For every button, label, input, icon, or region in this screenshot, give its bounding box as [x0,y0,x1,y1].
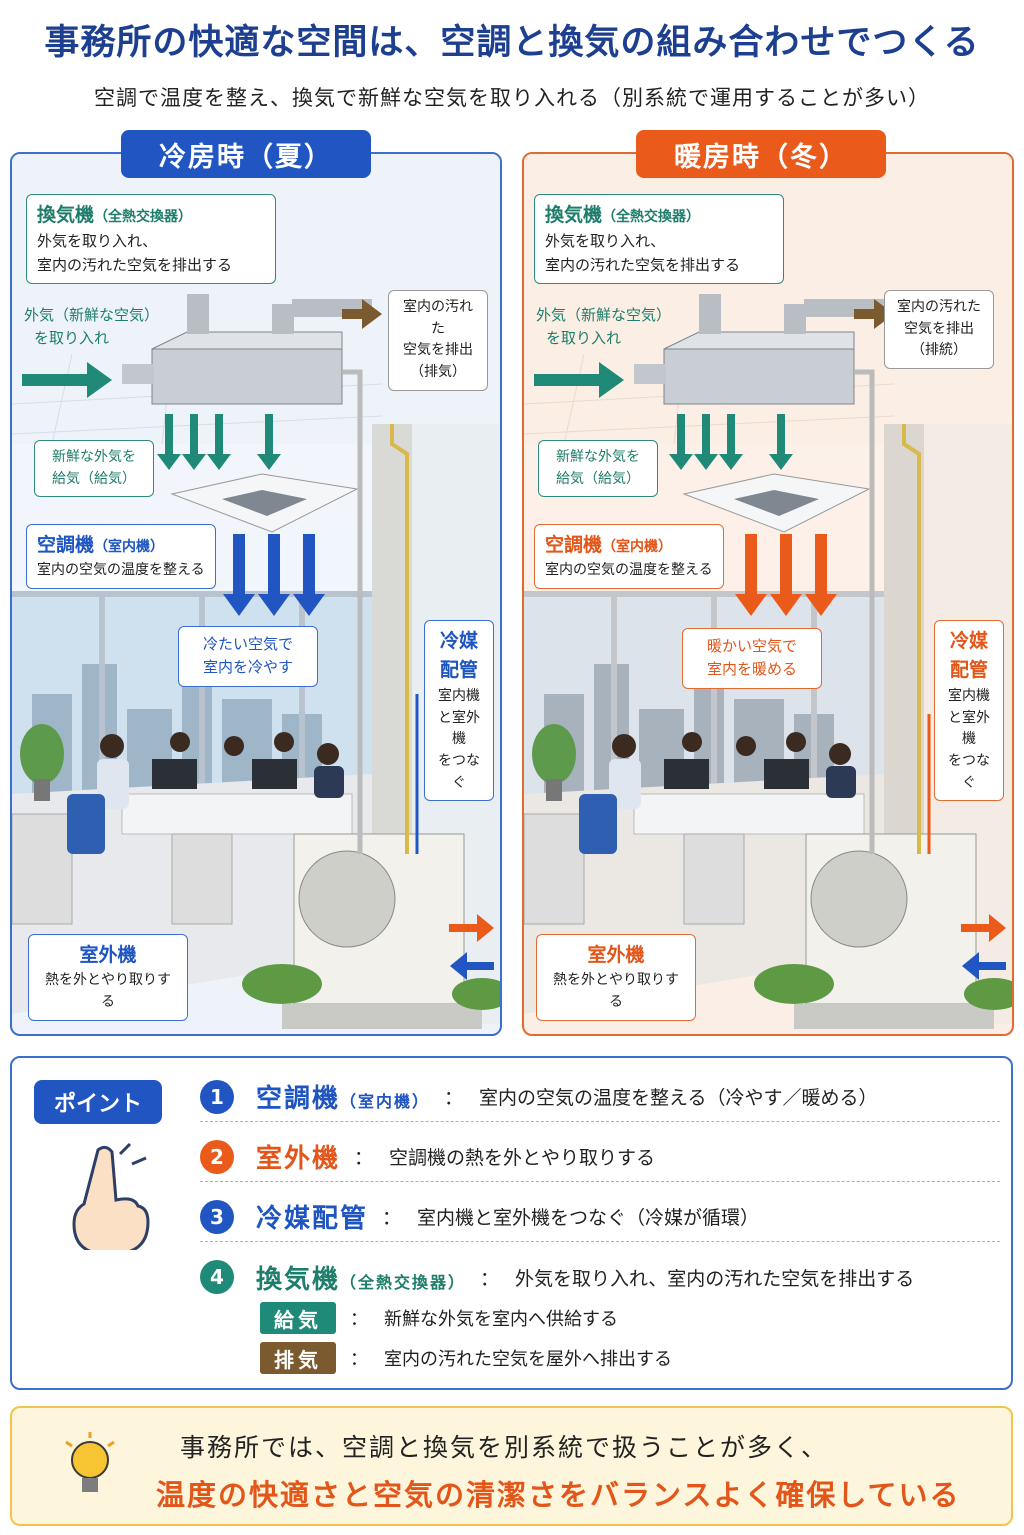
point-sub-supply: 給気 ： 新鮮な外気を室内へ供給する [260,1298,860,1338]
winter-supply-label: 新鮮な外気を 給気（給気） [538,440,658,498]
summer-outdoor-label: 室外機 熱を外とやり取りする [28,934,188,1021]
winter-ventilator-label: 換気機（全熱交換器） 外気を取り入れ、 室内の汚れた空気を排出する [534,194,784,284]
pointing-hand-icon [72,1142,150,1250]
winter-outside-air-label: 外気（新鮮な空気） を取り入れ [536,306,672,347]
point-item-4: 4 換気機（全熱交換器） ： 外気を取り入れ、室内の汚れた空気を排出する [200,1252,1000,1302]
summer-supply-label: 新鮮な外気を 給気（給気） [34,440,154,498]
winter-ac-label: 空調機（室内機） 室内の空気の温度を整える [534,524,724,590]
summary-line-1: 事務所では、空調と換気を別系統で扱うことが多く、 [180,1433,829,1462]
winter-air-label: 暖かい空気で 室内を暖める [682,628,822,689]
point-item-2: 2 室外機 ： 空調機の熱を外とやり取りする [200,1132,1000,1182]
summer-refrigerant-label: 冷媒 配管 室内機 と室外機 をつなぐ [424,620,494,802]
point-item-1-title: 空調機（室内機） [256,1084,431,1114]
winter-scene-illustration [524,154,1012,1029]
points-section: ポイント 1 空調機（室内機） ： 室内の空気の温度を整える（冷やす／暖める） … [10,1056,1013,1390]
point-item-4-title: 換気機（全熱交換器） [256,1264,467,1295]
point-item-2-desc: 空調機の熱を外とやり取りする [389,1147,656,1169]
summer-air-label: 冷たい空気で 室内を冷やす [178,626,318,687]
winter-outdoor-label: 室外機 熱を外とやり取りする [536,934,696,1021]
summer-panel: 換気機（全熱交換器） 外気を取り入れ、 室内の汚れた空気を排出する 外気（新鮮な… [10,152,502,1036]
point-item-3-title: 冷媒配管 [256,1204,369,1234]
point-item-3-desc: 室内機と室外機をつなぐ（冷媒が循環） [417,1207,760,1229]
point-item-4-desc: 外気を取り入れ、室内の汚れた空気を排出する [515,1267,915,1290]
summer-exhaust-label: 室内の汚れた 空気を排出 （排気） [388,290,488,391]
point-item-3: 3 冷媒配管 ： 室内機と室外機をつなぐ（冷媒が循環） [200,1192,1000,1242]
summer-ac-label: 空調機（室内機） 室内の空気の温度を整える [26,524,216,590]
points-badge: ポイント [34,1080,162,1124]
summary-line-2: 温度の快適さと空気の清潔さをバランスよく確保している [156,1478,961,1512]
winter-tab: 暖房時（冬） [636,130,886,178]
summer-tab: 冷房時（夏） [121,130,371,178]
lightbulb-icon [65,1432,115,1492]
point-sub-exhaust: 排気 ： 室内の汚れた空気を屋外へ排出する [260,1338,860,1378]
summer-outside-air-label: 外気（新鮮な空気） を取り入れ [24,306,160,347]
winter-exhaust-label: 室内の汚れた 空気を排出 （排統） [884,290,994,370]
winter-refrigerant-label: 冷媒 配管 室内機 と室外機 をつなぐ [934,620,1004,802]
point-item-1-desc: 室内の空気の温度を整える（冷やす／暖める） [479,1087,878,1109]
summary-footer: 事務所では、空調と換気を別系統で扱うことが多く、 温度の快適さと空気の清潔さをバ… [10,1406,1013,1526]
page-subtitle: 空調で温度を整え、換気で新鮮な空気を取り入れる（別系統で運用することが多い） [94,86,930,110]
winter-panel: 換気機（全熱交換器） 外気を取り入れ、 室内の汚れた空気を排出する 外気（新鮮な… [522,152,1014,1036]
point-item-2-title: 室外機 [256,1144,341,1174]
point-item-1: 1 空調機（室内機） ： 室内の空気の温度を整える（冷やす／暖める） [200,1072,1000,1122]
summer-scene-illustration [12,154,500,1029]
page-title: 事務所の快適な空間は、空調と換気の組み合わせでつくる [44,23,980,63]
summer-ventilator-label: 換気機（全熱交換器） 外気を取り入れ、 室内の汚れた空気を排出する [26,194,276,284]
